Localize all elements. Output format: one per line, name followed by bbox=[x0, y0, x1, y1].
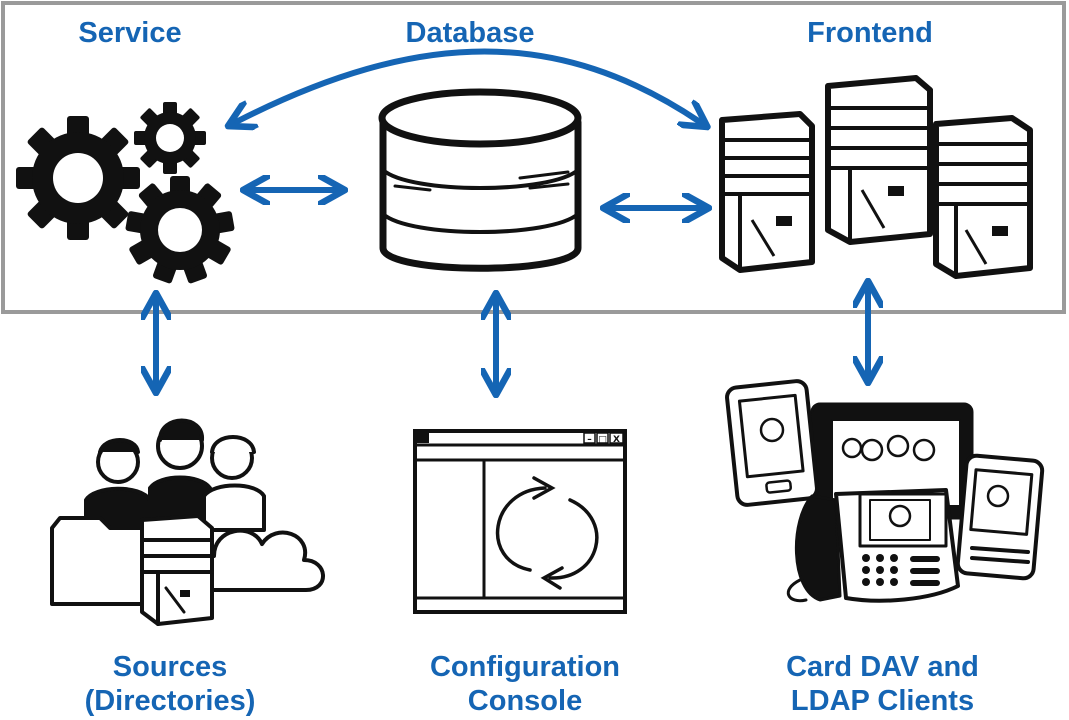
window-control-glyph-1: □ bbox=[598, 435, 607, 445]
sources-label-line-2: (Directories) bbox=[84, 685, 256, 717]
refresh-cycle-icon bbox=[495, 476, 599, 590]
window-control-glyph-2: X bbox=[613, 435, 620, 445]
clients-label: Card DAV and LDAP Clients bbox=[755, 650, 1010, 718]
frontend-label: Frontend bbox=[807, 17, 933, 49]
console-label: Configuration Console bbox=[395, 650, 655, 718]
clients-label-line-1: Card DAV and bbox=[786, 651, 979, 683]
console-window-icon bbox=[413, 429, 627, 614]
clients-label-line-2: LDAP Clients bbox=[790, 685, 975, 717]
arrow-service-frontend bbox=[236, 48, 700, 123]
window-close-icon bbox=[609, 432, 624, 444]
window-control-labels: – □ X bbox=[587, 435, 620, 445]
connection-arrows bbox=[156, 48, 868, 387]
database-icon bbox=[378, 88, 582, 272]
console-label-line-2: Console bbox=[467, 685, 583, 717]
servers-icon bbox=[719, 75, 1033, 279]
service-label: Service bbox=[78, 17, 182, 49]
database-label: Database bbox=[405, 17, 535, 49]
window-minimize-icon bbox=[583, 432, 596, 444]
gears-icon bbox=[16, 102, 235, 284]
console-label-line-1: Configuration bbox=[429, 651, 621, 683]
window-control-glyph-0: – bbox=[587, 435, 592, 445]
system-boundary-frame bbox=[1, 1, 1066, 314]
sources-label: Sources (Directories) bbox=[55, 650, 285, 718]
window-maximize-icon bbox=[596, 432, 609, 444]
people-directory-icon bbox=[50, 418, 325, 626]
sources-label-line-1: Sources bbox=[112, 651, 228, 683]
devices-icon bbox=[725, 379, 1045, 603]
